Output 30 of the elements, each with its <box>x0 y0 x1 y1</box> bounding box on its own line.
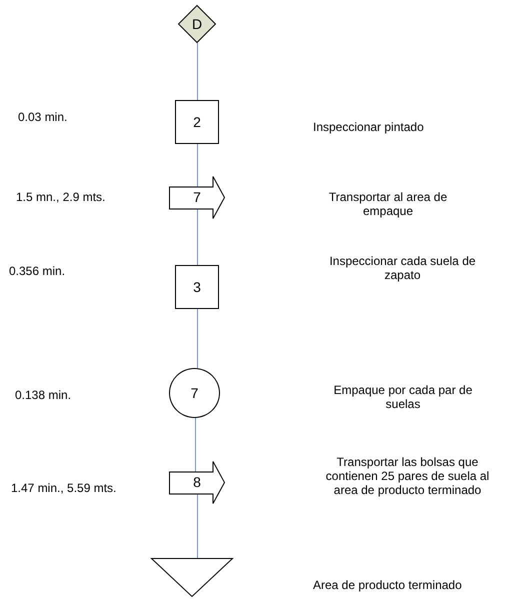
operation-circle <box>169 368 220 418</box>
connector-line <box>197 144 198 188</box>
step-number: 8 <box>193 474 201 488</box>
inspection-box <box>175 265 219 309</box>
inspection-box <box>175 100 219 144</box>
connector-line <box>197 42 198 100</box>
step-number: D <box>192 17 202 31</box>
transport-arrow <box>169 176 225 219</box>
step-description: Transportar al area de empaque <box>328 190 448 218</box>
step-number: 7 <box>190 386 198 400</box>
time-label: 0.356 min. <box>9 264 66 278</box>
storage-triangle <box>151 558 233 597</box>
time-label: 1.47 min., 5.59 mts. <box>11 481 118 495</box>
step-description: Inspeccionar cada suela de zapato <box>328 254 477 282</box>
step-number: 2 <box>193 115 201 129</box>
step-number: 7 <box>193 190 201 204</box>
transport-arrow <box>169 461 225 504</box>
time-label: 0.03 min. <box>18 110 68 124</box>
step-number: 3 <box>193 280 201 294</box>
connector-line <box>197 494 198 558</box>
step-description: Empaque por cada par de suelas <box>332 383 474 411</box>
time-label: 1.5 mn., 2.9 mts. <box>16 190 106 204</box>
decision-diamond <box>178 5 216 43</box>
connector-line <box>197 208 198 266</box>
step-description: Inspeccionar pintado <box>313 120 425 134</box>
time-label: 0.138 min. <box>15 388 72 402</box>
connector-line <box>197 308 198 368</box>
connector-line <box>195 418 196 472</box>
step-description: Transportar las bolsas que contienen 25 pares de suela al area de producto terminado <box>324 455 490 497</box>
step-description: Area de producto terminado <box>313 578 463 592</box>
